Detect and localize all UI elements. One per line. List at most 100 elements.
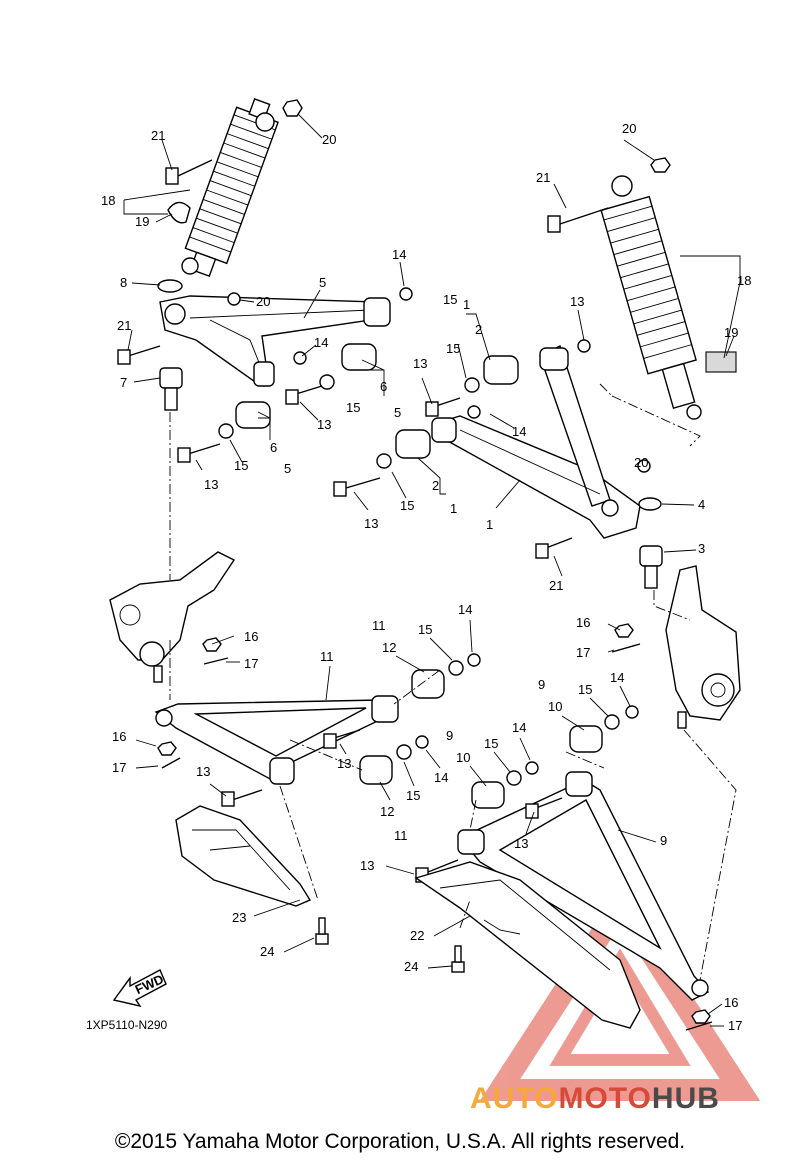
svg-text:16: 16 bbox=[112, 729, 126, 744]
callout-5: 5 bbox=[394, 405, 401, 420]
callout-20: 20 bbox=[634, 455, 648, 470]
callout-2: 2 bbox=[475, 322, 482, 337]
callout-15: 15 bbox=[446, 341, 460, 356]
fwd-arrow-icon: FWD bbox=[112, 969, 167, 1008]
callout-20: 20 bbox=[322, 132, 336, 147]
watermark-part-hub: HUB bbox=[651, 1082, 720, 1115]
cotter-pin-icon bbox=[161, 643, 713, 1031]
callout-15: 15 bbox=[418, 622, 432, 637]
diagram-code: 1XP5110-N290 bbox=[86, 1018, 168, 1032]
callout-17: 17 bbox=[576, 645, 590, 660]
callout-16: 16 bbox=[244, 629, 258, 644]
callout-18: 18 bbox=[101, 193, 115, 208]
callout-11: 11 bbox=[394, 828, 408, 843]
callout-11: 11 bbox=[320, 649, 334, 664]
watermark-part-moto: MOTO bbox=[558, 1082, 652, 1115]
callout-15: 15 bbox=[234, 458, 248, 473]
nut-icon bbox=[650, 157, 671, 173]
callout-13: 13 bbox=[204, 477, 218, 492]
bolt-icon bbox=[333, 397, 573, 559]
bushing-icon bbox=[218, 287, 413, 439]
callout-1: 1 bbox=[486, 517, 493, 532]
callout-21: 21 bbox=[536, 170, 550, 185]
bolt-icon bbox=[547, 207, 609, 233]
callout-19: 19 bbox=[135, 214, 149, 229]
callout-13: 13 bbox=[364, 516, 378, 531]
callout-13: 13 bbox=[337, 756, 351, 771]
callout-15: 15 bbox=[406, 788, 420, 803]
callout-21: 21 bbox=[151, 128, 165, 143]
watermark-part-auto: AUTO bbox=[470, 1082, 559, 1115]
callout-14: 14 bbox=[392, 247, 406, 262]
callout-11: 11 bbox=[372, 618, 386, 633]
callout-1: 15 bbox=[443, 292, 457, 307]
callout-16: 16 bbox=[576, 615, 590, 630]
callout-24: 24 bbox=[404, 959, 418, 974]
callout-17: 17 bbox=[244, 656, 258, 671]
callout-labels: 21 20 18 19 8 20 5 14 21 14 6 5 7 13 15 … bbox=[101, 121, 751, 1033]
circlip-icon bbox=[157, 279, 183, 293]
callout-24: 24 bbox=[260, 944, 274, 959]
callout-10: 10 bbox=[548, 699, 562, 714]
callout-22: 22 bbox=[410, 928, 424, 943]
callout-12: 12 bbox=[382, 640, 396, 655]
leader-lines bbox=[123, 113, 741, 577]
callout-6: 6 bbox=[270, 440, 277, 455]
centerlines bbox=[169, 383, 737, 981]
callout-20: 20 bbox=[256, 294, 270, 309]
callout-14: 14 bbox=[512, 720, 526, 735]
callout-8: 8 bbox=[120, 275, 127, 290]
callout-23: 23 bbox=[232, 910, 246, 925]
callout-4: 4 bbox=[698, 497, 705, 512]
callout-14: 14 bbox=[314, 335, 328, 350]
callout-13: 13 bbox=[317, 417, 331, 432]
left-steering-knuckle bbox=[109, 551, 236, 683]
right-steering-knuckle bbox=[665, 565, 741, 729]
callout-5: 5 bbox=[284, 461, 291, 476]
ball-joint-icon bbox=[639, 545, 663, 589]
watermark-text: AUTOMOTOHUB bbox=[470, 1082, 720, 1116]
right-arm-guard bbox=[414, 861, 641, 1029]
callout-14: 14 bbox=[610, 670, 624, 685]
bushing-icon bbox=[376, 339, 651, 473]
callout-15: 15 bbox=[400, 498, 414, 513]
nut-icon bbox=[282, 99, 303, 117]
callout-13: 13 bbox=[514, 836, 528, 851]
callout-14: 14 bbox=[512, 424, 526, 439]
callout-12: 12 bbox=[380, 804, 394, 819]
upper-right-a-arm bbox=[431, 345, 641, 539]
lower-left-a-arm bbox=[154, 695, 399, 785]
callout-13: 13 bbox=[196, 764, 210, 779]
callout-18: 18 bbox=[737, 273, 751, 288]
callout-6: 6 bbox=[380, 379, 387, 394]
callout-9: 9 bbox=[538, 677, 545, 692]
right-shock-absorber bbox=[600, 175, 737, 420]
callout-15: 15 bbox=[346, 400, 360, 415]
callout-15: 15 bbox=[484, 736, 498, 751]
callout-14: 13 bbox=[570, 294, 584, 309]
callout-16: 16 bbox=[724, 995, 738, 1010]
left-shock-absorber bbox=[167, 98, 279, 278]
callout-1: 1 bbox=[450, 501, 457, 516]
bolt-icon bbox=[117, 345, 323, 463]
callout-14: 14 bbox=[434, 770, 448, 785]
bushing-icon bbox=[471, 705, 639, 809]
bolt-icon bbox=[315, 917, 465, 973]
ball-joint-icon bbox=[159, 367, 183, 411]
callout-21: 21 bbox=[549, 578, 563, 593]
callout-5: 5 bbox=[319, 275, 326, 290]
callout-10: 10 bbox=[456, 750, 470, 765]
extra-small-labels: 16 17 bbox=[112, 729, 126, 775]
callout-3: 3 bbox=[698, 541, 705, 556]
callout-17: 17 bbox=[728, 1018, 742, 1033]
leader-lines-lower bbox=[135, 619, 724, 1027]
callout-19: 19 bbox=[724, 325, 738, 340]
svg-text:17: 17 bbox=[112, 760, 126, 775]
callout-2: 2 bbox=[432, 478, 439, 493]
lower-right-a-arm bbox=[457, 771, 710, 1001]
callout-14: 14 bbox=[458, 602, 472, 617]
callout-1-bracket: 1 bbox=[463, 297, 470, 312]
callout-13: 13 bbox=[360, 858, 374, 873]
